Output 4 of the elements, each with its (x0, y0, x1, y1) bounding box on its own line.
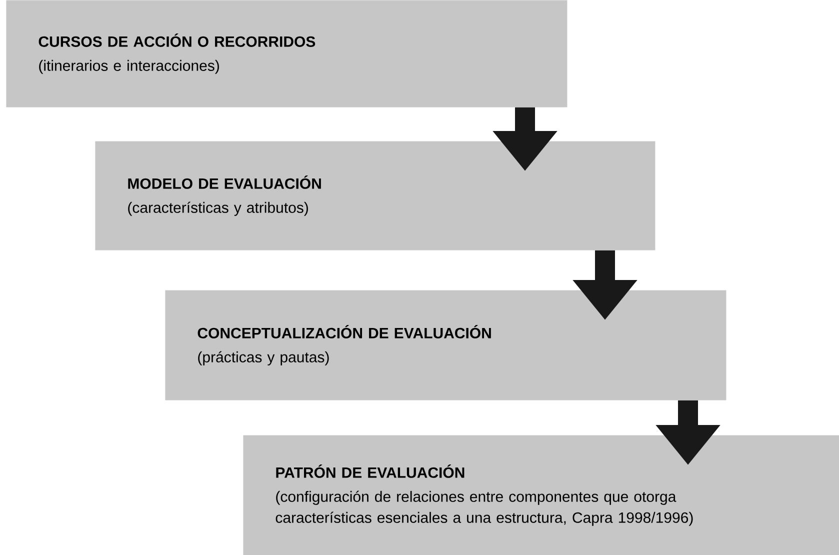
process-box: PATRÓN DE EVALUACIÓN (configuración de relaciones entre componentes que otorga características esenciales a una estructura, Capra 1998/1996) (243, 435, 839, 555)
process-box: CURSOS DE ACCIÓN O RECORRIDOS (itinerarios e interacciones) (6, 0, 568, 108)
process-box: CONCEPTUALIZACIÓN DE EVALUACIÓN (prácticas y pautas) (165, 290, 726, 400)
process-box: MODELO DE EVALUACIÓN (características y atributos) (95, 141, 656, 250)
